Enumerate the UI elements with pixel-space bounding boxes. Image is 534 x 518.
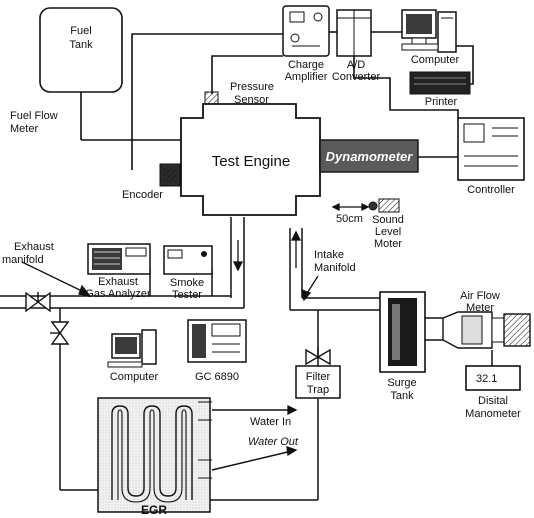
encoder xyxy=(159,163,181,187)
sound-level-meter-label-1: Sound xyxy=(372,214,404,226)
dynamometer xyxy=(319,139,419,173)
air-flow-meter-label-2: Meter xyxy=(466,302,494,314)
air-flow-meter xyxy=(442,311,531,349)
filter-trap xyxy=(295,365,341,399)
smoke-tester xyxy=(163,245,213,275)
computer-printer-wire xyxy=(456,45,474,85)
test-engine xyxy=(180,103,321,216)
intake-valve[interactable] xyxy=(305,347,331,366)
gc-6890 xyxy=(187,319,247,363)
filter-trap-label-2: Trap xyxy=(307,384,329,396)
exhaust-manifold-pointer-head xyxy=(78,284,92,297)
pressure-sensor-wire xyxy=(211,55,283,94)
top-computer xyxy=(401,9,457,53)
pressure-sensor-label-2: Sensor xyxy=(234,94,269,106)
distance-arrow-right xyxy=(361,202,370,212)
exhaust-valve[interactable] xyxy=(25,291,51,313)
pressure-sensor-label-1: Pressure xyxy=(230,81,274,93)
charge-amplifier-label-2: Amplifier xyxy=(285,71,328,83)
exhaust-gas-analyzer xyxy=(87,243,151,275)
encoder-label: Encoder xyxy=(122,189,163,201)
fuel-tank xyxy=(39,7,123,93)
water-in-label: Water In xyxy=(250,416,291,428)
valves xyxy=(25,291,331,366)
pressure-sensor xyxy=(204,91,219,105)
digital-manometer xyxy=(465,365,521,391)
filter-trap-label-1: Filter xyxy=(306,371,331,383)
ad-converter xyxy=(336,9,372,57)
exhaust-manifold-pointer xyxy=(21,261,89,295)
dynamometer-label: Dynamometer xyxy=(326,149,414,164)
intake-manifold-label-1: Intake xyxy=(314,249,344,261)
egr-cooler xyxy=(97,397,212,513)
water-out-label: Water Out xyxy=(248,436,299,448)
ad-converter-label-1: A/D xyxy=(347,59,365,71)
exhaust-manifold-label-2: manifold xyxy=(2,254,44,266)
fuel-tank-label-2: Tank xyxy=(69,39,93,51)
egr-label: EGR xyxy=(141,503,167,517)
water-in-arrowhead xyxy=(287,404,298,416)
intake-manifold-pointer-head xyxy=(301,288,312,302)
labels: Fuel Tank Fuel Flow Meter Charge Amplifi… xyxy=(2,25,521,517)
printer xyxy=(409,71,471,95)
air-flow-meter-label-1: Air Flow xyxy=(460,290,500,302)
water-out-line xyxy=(211,449,297,471)
exhaust-gas-analyzer-label-1: Exhaust xyxy=(98,276,138,288)
egr-valve[interactable] xyxy=(50,321,70,345)
smoke-tester-label-2: Tester xyxy=(172,289,202,301)
fuel-tank-label-1: Fuel xyxy=(70,25,91,37)
digital-manometer-label-2: Manometer xyxy=(465,408,521,420)
distance-label: 50cm xyxy=(336,213,363,225)
smoke-tester-label-1: Smoke xyxy=(170,277,204,289)
sound-level-meter-label-2: Level xyxy=(375,226,401,238)
top-computer-label: Computer xyxy=(411,54,460,66)
signal-wires xyxy=(80,31,474,170)
distance-arrow-left xyxy=(331,202,340,212)
surge-tank-label-2: Tank xyxy=(390,390,414,402)
exhaust-manifold-label-1: Exhaust xyxy=(14,241,54,253)
controller-label: Controller xyxy=(467,184,515,196)
surge-tank xyxy=(379,291,426,373)
charge-amplifier-label-1: Charge xyxy=(288,59,324,71)
exhaust-flow-arrowhead xyxy=(232,261,244,272)
charge-amplifier xyxy=(282,5,330,57)
encoder-wire xyxy=(131,33,283,170)
test-engine-label: Test Engine xyxy=(212,153,290,170)
intake-flow-arrowhead xyxy=(290,230,302,241)
intake-manifold-label-2: Manifold xyxy=(314,262,356,274)
flow-arrows xyxy=(21,202,488,457)
fuel-flow-meter-label-2: Meter xyxy=(10,123,38,135)
manometer-reading: 32.1 xyxy=(476,373,497,385)
controller xyxy=(457,117,525,181)
bottom-computer xyxy=(107,329,157,368)
fuel-flow-meter-label-1: Fuel Flow xyxy=(10,110,58,122)
exhaust-gas-analyzer-label-2: Gas Analyzer xyxy=(85,288,151,300)
bottom-computer-label: Computer xyxy=(110,371,159,383)
printer-label: Printer xyxy=(425,96,458,108)
sound-level-meter-label-3: Moter xyxy=(374,238,402,250)
ad-controller-wire xyxy=(353,56,459,118)
surge-tank-label-1: Surge xyxy=(387,377,416,389)
sound-level-meter xyxy=(368,198,400,213)
ad-converter-label-2: Converter xyxy=(332,71,381,83)
gc-label: GC 6890 xyxy=(195,371,239,383)
digital-manometer-label-1: Disital xyxy=(478,395,508,407)
water-out-arrowhead xyxy=(286,446,298,457)
